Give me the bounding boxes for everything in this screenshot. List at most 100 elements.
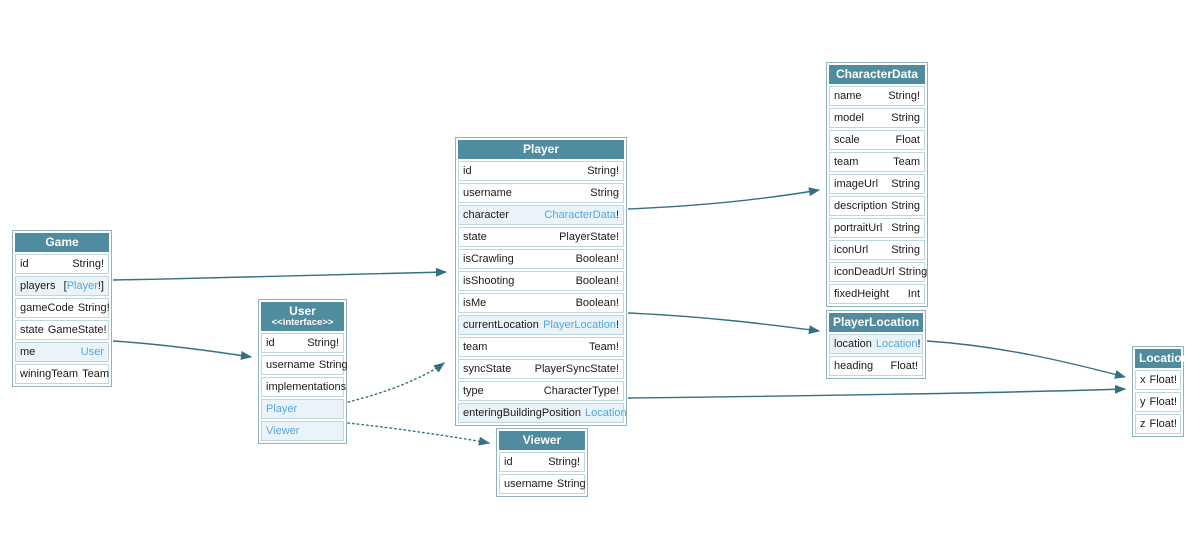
field-link[interactable]: Viewer [266,424,300,437]
field-type: Float [896,134,920,147]
field-name: location [834,337,872,350]
field-name: isCrawling [463,252,514,265]
field-name: character [463,208,509,221]
field-name: isMe [463,296,487,309]
edge-player-enteringbuildingposition-to-location [627,384,1127,399]
field-type: Boolean! [576,253,619,266]
type-text: ! [615,318,619,331]
entity-header-location[interactable]: Location [1135,349,1189,368]
type-text: String! [77,301,110,314]
type-link[interactable]: Location [875,337,918,350]
type-link[interactable]: PlayerLocation [543,318,616,331]
type-text: Boolean! [575,274,619,287]
type-text: Boolean! [575,252,619,265]
entity-title: Location [1139,351,1189,365]
field-name: isShooting [463,274,515,287]
entity-header-viewer[interactable]: Viewer [499,431,585,450]
field-type: String [891,222,920,235]
type-link[interactable]: Player [66,279,98,292]
field-name: id [20,257,29,270]
field-type: Float! [1150,418,1178,431]
entity-header-characterdata[interactable]: CharacterData [829,65,925,84]
field-row-characterdata-model: model String [829,108,925,128]
type-text: Team [82,367,109,380]
field-name: username [504,477,553,490]
field-type: String [891,200,920,213]
field-row-player-isCrawling: isCrawling Boolean! [458,249,624,269]
type-text: String [891,221,920,234]
type-text: CharacterType! [543,384,619,397]
edge-game-me-to-user [112,340,253,360]
field-name: name [834,89,862,102]
type-link[interactable]: CharacterData [544,208,616,221]
field-name: iconDeadUrl [834,265,895,278]
entity-title: User [289,304,316,318]
field-name: username [266,358,315,371]
entity-header-playerlocation[interactable]: PlayerLocation [829,313,923,332]
entity-title: Player [522,142,560,156]
entity-header-user[interactable]: User<<interface>> [261,302,344,331]
field-name: description [834,199,888,212]
entity-header-player[interactable]: Player [458,140,624,159]
field-name: currentLocation [463,318,539,331]
field-type: Location [585,407,627,420]
type-text: Float! [1149,395,1178,408]
field-name: id [463,164,472,177]
field-type: String! [587,165,619,178]
field-name: heading [834,359,874,372]
type-text: String [891,111,920,124]
field-name: model [834,111,864,124]
type-text: PlayerSyncState! [534,362,619,375]
edge-game-players-to-player [112,267,448,281]
type-text: String! [307,336,339,349]
field-row-player-character: character CharacterData! [458,205,624,225]
field-type: Float! [890,360,918,373]
field-row-user-implementations: implementations [261,377,346,397]
field-type: String [590,187,619,200]
field-row-user-Player: Player [261,399,344,419]
entity-header-game[interactable]: Game [15,233,109,252]
field-type: String [319,359,348,372]
edge-player-currentlocation-to-playerlocation [627,312,821,335]
type-text: Float! [1149,373,1178,386]
field-row-user-username: username String [261,355,348,375]
field-name: state [463,230,487,243]
edge-user-player-impl [347,362,445,403]
field-type: Boolean! [576,275,619,288]
field-type: String! [72,258,104,271]
type-text: !] [97,279,104,292]
field-name: imageUrl [834,177,879,190]
type-text: ! [615,208,619,221]
field-name: fixedHeight [834,287,890,300]
field-link[interactable]: Player [266,402,298,415]
field-name: me [20,345,36,358]
field-type: User [81,346,104,359]
entity-title: CharacterData [835,67,919,81]
field-type: CharacterType! [544,385,619,398]
field-type: String [891,112,920,125]
field-name: z [1140,417,1146,430]
field-name: state [20,323,44,336]
type-link[interactable]: User [80,345,104,358]
type-text: Float! [890,359,918,372]
field-type: String [891,178,920,191]
field-name: enteringBuildingPosition [463,406,582,419]
field-name: portraitUrl [834,221,883,234]
type-link[interactable]: Location [585,406,627,419]
